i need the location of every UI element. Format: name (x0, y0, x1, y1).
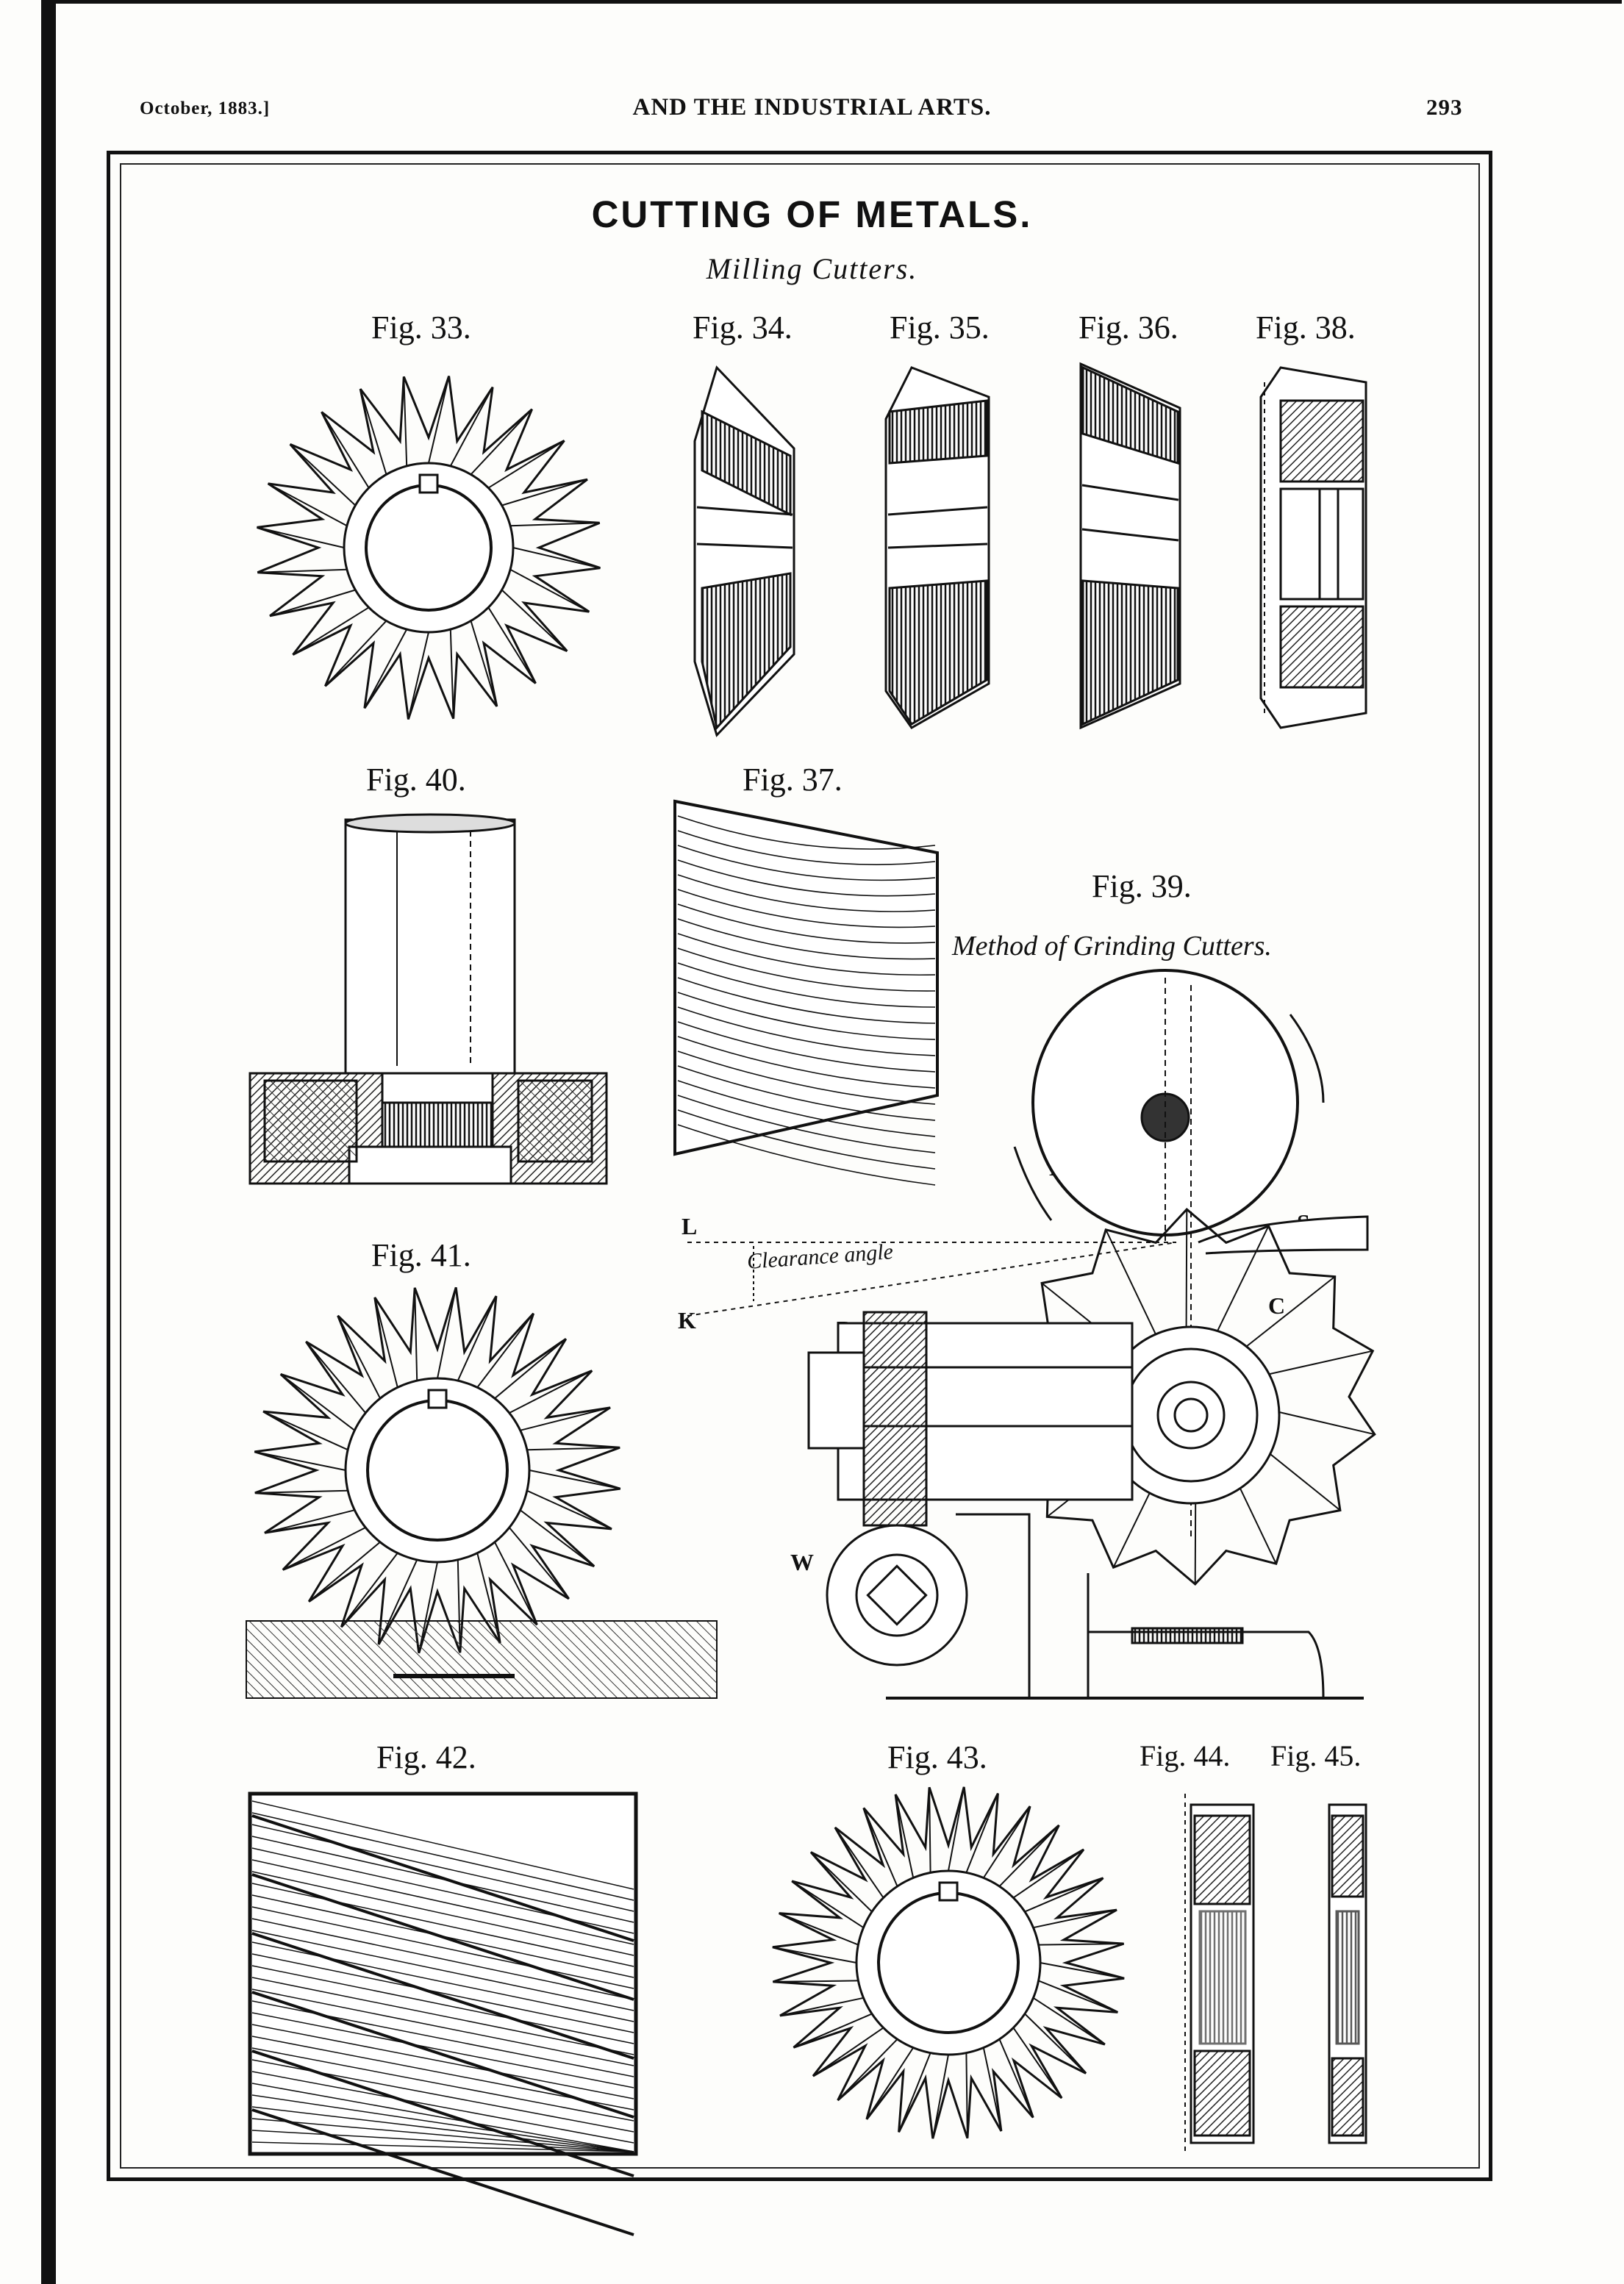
page-top-rule (41, 0, 1622, 4)
fig39-grinding-drawing (687, 969, 1376, 1700)
fig36-label: Fig. 36. (1079, 309, 1178, 346)
fig42-label: Fig. 42. (376, 1739, 476, 1775)
plate-title: CUTTING OF METALS. (591, 193, 1033, 235)
fig37-label: Fig. 37. (743, 762, 843, 798)
plate-frame-inner (120, 163, 1480, 2169)
fig39-letter-K: K (678, 1307, 696, 1333)
plate-subtitle: Milling Cutters. (706, 252, 918, 285)
running-header-title: AND THE INDUSTRIAL ARTS. (632, 94, 992, 121)
running-header-date: October, 1883.] (140, 99, 271, 118)
page-number: 293 (1426, 94, 1463, 120)
fig44-label: Fig. 44. (1140, 1739, 1231, 1772)
fig41-cutter-drawing (246, 1286, 718, 1699)
fig33-cutter-drawing (257, 376, 601, 720)
fig35-label: Fig. 35. (890, 309, 990, 346)
fig43-cutter-drawing (772, 1786, 1125, 2139)
fig44-cutter-drawing (1184, 1794, 1255, 2154)
fig40-label: Fig. 40. (366, 762, 466, 798)
fig39-letter-C: C (1268, 1292, 1286, 1319)
fig39-caption: Method of Grinding Cutters. (952, 931, 1272, 962)
plate-frame-outer (107, 151, 1492, 2181)
fig38-cutter-drawing (1259, 366, 1367, 729)
fig45-label: Fig. 45. (1270, 1739, 1362, 1772)
fig45-cutter-drawing (1328, 1803, 1367, 2144)
fig38-label: Fig. 38. (1256, 309, 1356, 346)
fig41-label: Fig. 41. (371, 1237, 471, 1273)
fig33-label: Fig. 33. (371, 309, 471, 346)
page-binding-edge (41, 0, 56, 2284)
fig34-cutter-drawing (693, 365, 795, 737)
fig39-letter-W: W (790, 1549, 814, 1575)
fig35-cutter-drawing (884, 366, 990, 729)
fig36-cutter-drawing (1079, 362, 1181, 730)
fig42-cutter-drawing (248, 1791, 638, 2236)
fig39-label: Fig. 39. (1092, 868, 1192, 904)
fig34-label: Fig. 34. (693, 309, 793, 346)
fig40-arbor-drawing (248, 813, 608, 1185)
fig37-cutter-drawing (673, 799, 939, 1186)
fig43-label: Fig. 43. (887, 1739, 987, 1775)
fig39-letter-L: L (682, 1213, 698, 1239)
